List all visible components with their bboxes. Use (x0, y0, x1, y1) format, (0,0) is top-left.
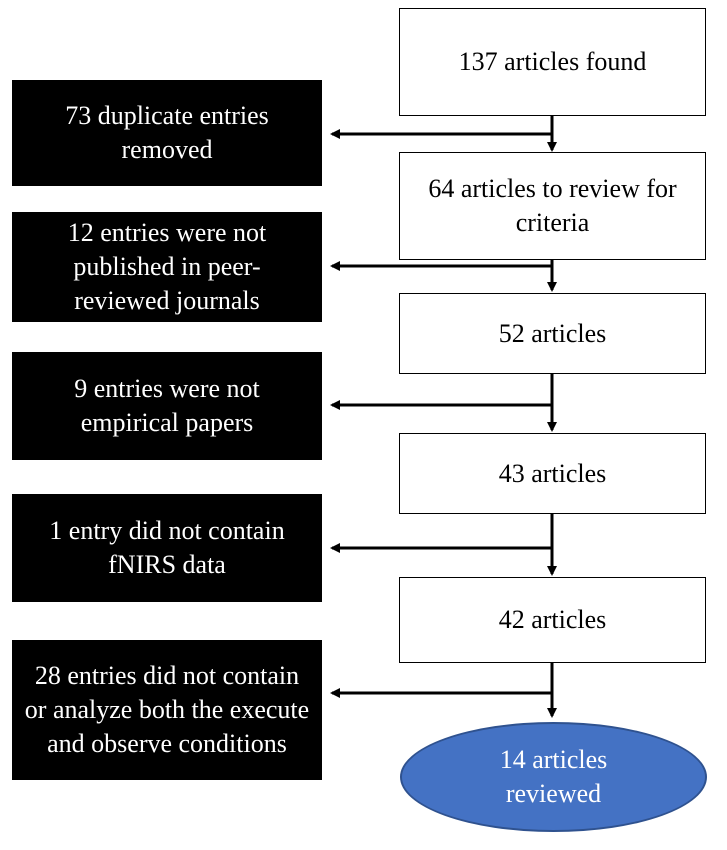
exclusion-box-3: 9 entries were not empirical papers (12, 352, 322, 460)
stage-box-5: 42 articles (399, 577, 706, 663)
stage-label-1: 137 articles found (458, 47, 647, 76)
stage-box-2: 64 articles to review for criteria (399, 152, 706, 260)
exclusion-label-5: 28 entries did not contain or analyze bo… (24, 661, 310, 758)
stage-label-4: 43 articles (498, 458, 607, 488)
exclusion-box-5: 28 entries did not contain or analyze bo… (12, 640, 322, 780)
exclusion-box-2: 12 entries were not published in peer-re… (12, 212, 322, 322)
stage-label-3: 52 articles (498, 318, 607, 348)
exclusion-label-4: 1 entry did not contain fNIRS data (49, 516, 285, 579)
exclusion-label-1: 73 duplicate entries removed (65, 101, 269, 164)
final-ellipse: 14 articles reviewed (400, 722, 707, 832)
stage-label-5: 42 articles (498, 605, 607, 634)
exclusion-label-2: 12 entries were not published in peer-re… (67, 218, 267, 315)
stage-label-2: 64 articles to review for criteria (428, 174, 677, 237)
exclusion-label-3: 9 entries were not empirical papers (74, 374, 260, 437)
stage-box-4: 43 articles (399, 433, 706, 514)
stage-box-1: 137 articles found (399, 8, 706, 116)
stage-box-3: 52 articles (399, 293, 706, 374)
exclusion-box-4: 1 entry did not contain fNIRS data (12, 494, 322, 602)
final-label: 14 articles reviewed (499, 745, 608, 808)
exclusion-box-1: 73 duplicate entries removed (12, 80, 322, 186)
